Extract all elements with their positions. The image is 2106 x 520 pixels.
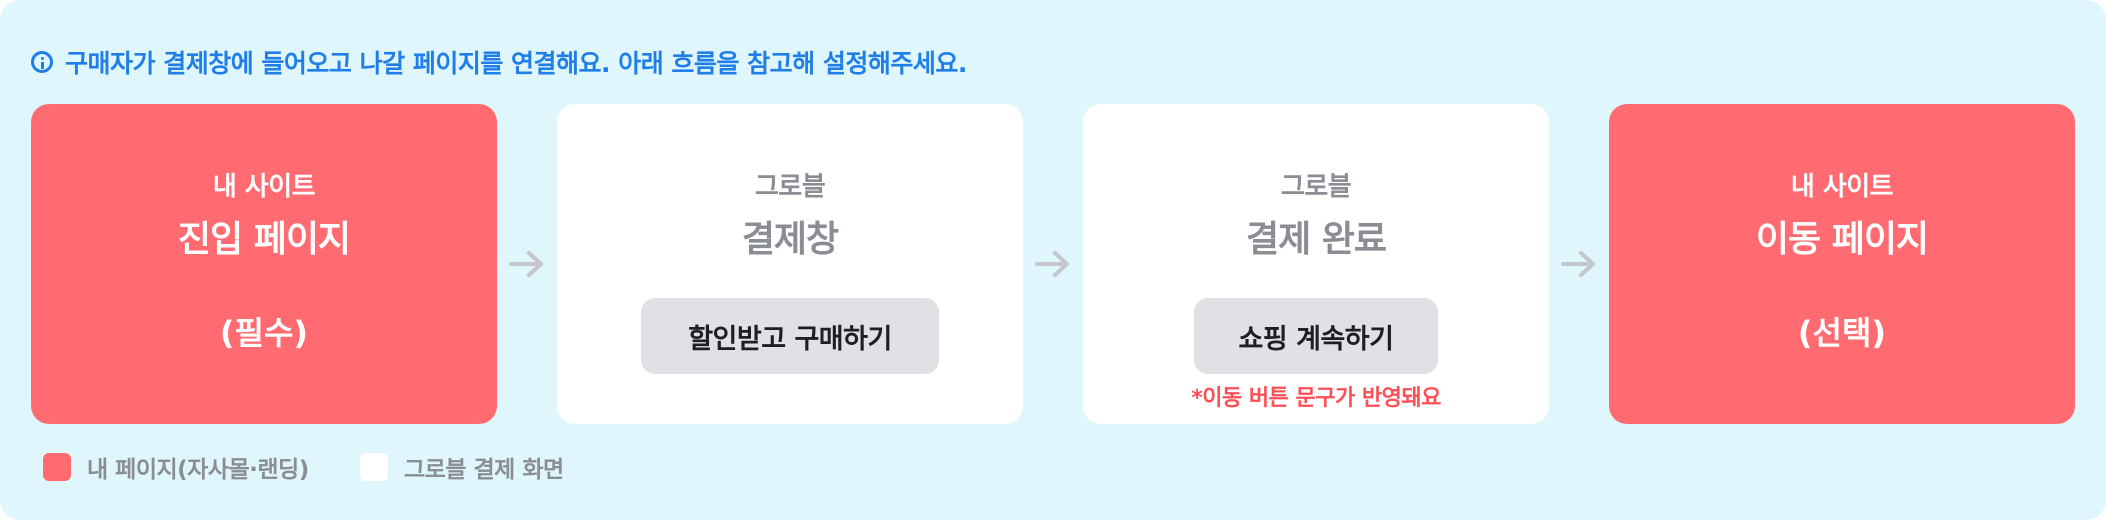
arrow-right-icon <box>1035 251 1069 277</box>
arrow-right-icon <box>509 251 543 277</box>
step-title: 진입 페이지 <box>177 219 351 260</box>
legend-swatch <box>43 453 71 481</box>
info-banner: 구매자가 결제창에 들어오고 나갈 페이지를 연결해요. 아래 흐름을 참고해 … <box>31 44 967 80</box>
step-requirement-note: (필수) <box>219 314 309 352</box>
step-card-redirect-page: 내 사이트 이동 페이지 (선택) <box>1609 104 2075 424</box>
step-card-entry-page: 내 사이트 진입 페이지 (필수) <box>31 104 497 424</box>
step-card-payment-complete: 그로블 결제 완료 쇼핑 계속하기 *이동 버튼 문구가 반영돼요 <box>1083 104 1549 424</box>
legend-item-my-page: 내 페이지(자사몰·랜딩) <box>43 450 309 484</box>
arrow-right-icon <box>1561 251 1595 277</box>
legend-label: 내 페이지(자사몰·랜딩) <box>87 457 309 483</box>
step-owner-label: 내 사이트 <box>1790 172 1894 202</box>
step-card-checkout: 그로블 결제창 할인받고 구매하기 <box>557 104 1023 424</box>
legend-item-grbl-page: 그로블 결제 화면 <box>360 450 564 484</box>
button-text-note: *이동 버튼 문구가 반영돼요 <box>1191 386 1441 411</box>
legend-swatch <box>360 453 388 481</box>
step-owner-label: 내 사이트 <box>212 172 316 202</box>
step-title: 결제창 <box>741 219 839 260</box>
step-title: 결제 완료 <box>1245 219 1387 260</box>
discount-purchase-button[interactable]: 할인받고 구매하기 <box>641 298 939 374</box>
continue-shopping-button[interactable]: 쇼핑 계속하기 <box>1194 298 1438 374</box>
step-owner-label: 그로블 <box>754 172 826 202</box>
info-circle-icon <box>31 51 53 73</box>
info-message: 구매자가 결제창에 들어오고 나갈 페이지를 연결해요. 아래 흐름을 참고해 … <box>65 49 967 78</box>
step-title: 이동 페이지 <box>1755 219 1929 260</box>
step-owner-label: 그로블 <box>1280 172 1352 202</box>
legend-label: 그로블 결제 화면 <box>404 457 564 483</box>
step-requirement-note: (선택) <box>1797 314 1887 352</box>
